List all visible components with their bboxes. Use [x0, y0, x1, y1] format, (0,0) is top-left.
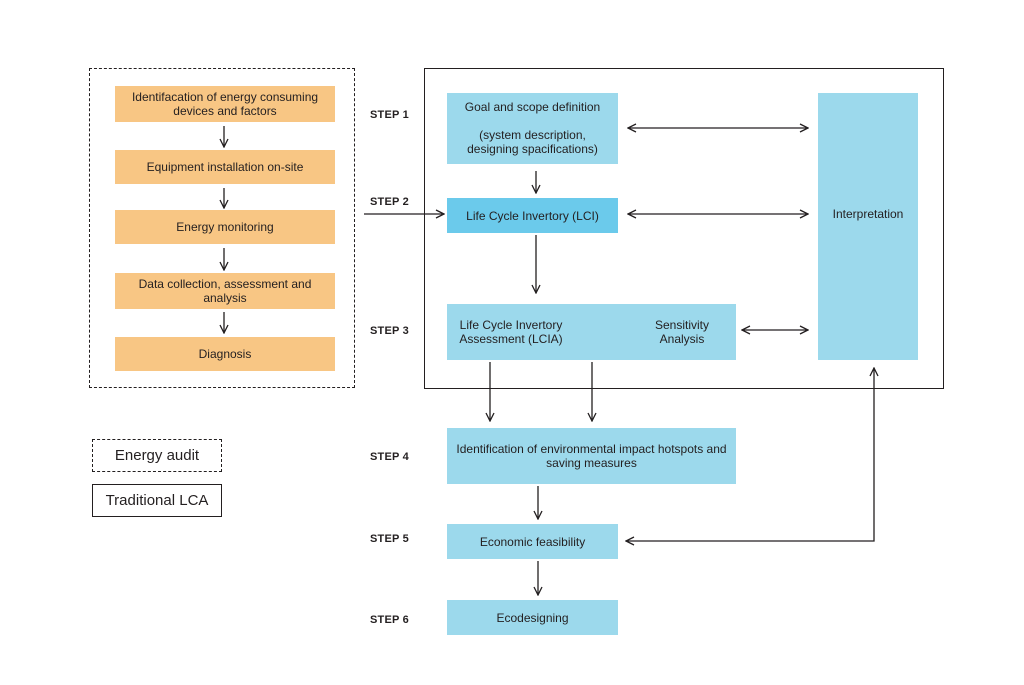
step-label-3: STEP 3 [370, 325, 409, 337]
legend-traditional-lca: Traditional LCA [92, 484, 222, 517]
audit-step-identification: Identifacation of energy consuming devic… [115, 86, 335, 122]
arrow-economic-interpretation [626, 368, 874, 541]
goal-scope-title: Goal and scope definition [464, 100, 601, 114]
step-label-5: STEP 5 [370, 533, 409, 545]
audit-step-data-collection: Data collection, assessment and analysis [115, 273, 335, 309]
audit-step-diagnosis: Diagnosis [115, 337, 335, 371]
energy-audit-frame [89, 68, 355, 388]
step-label-6: STEP 6 [370, 614, 409, 626]
economic-feasibility-box: Economic feasibility [447, 524, 618, 559]
lcia-label: Life Cycle Invertory Assessment (LCIA) [459, 318, 563, 346]
step-label-2: STEP 2 [370, 196, 409, 208]
hotspots-box: Identification of environmental impact h… [447, 428, 736, 484]
step-label-4: STEP 4 [370, 451, 409, 463]
traditional-lca-frame [424, 68, 944, 389]
step-label-1: STEP 1 [370, 109, 409, 121]
audit-step-monitoring: Energy monitoring [115, 210, 335, 244]
audit-step-installation: Equipment installation on-site [115, 150, 335, 184]
lci-box: Life Cycle Invertory (LCI) [447, 198, 618, 233]
legend-energy-audit: Energy audit [92, 439, 222, 472]
goal-scope-subtitle: (system description, designing spacifica… [467, 128, 598, 156]
ecodesigning-box: Ecodesigning [447, 600, 618, 635]
sensitivity-label: Sensitivity Analysis [654, 318, 710, 346]
interpretation-box: Interpretation [818, 93, 918, 360]
lcia-sensitivity-box: Life Cycle Invertory Assessment (LCIA) S… [447, 304, 736, 360]
goal-scope-box: Goal and scope definition (system descri… [447, 93, 618, 164]
